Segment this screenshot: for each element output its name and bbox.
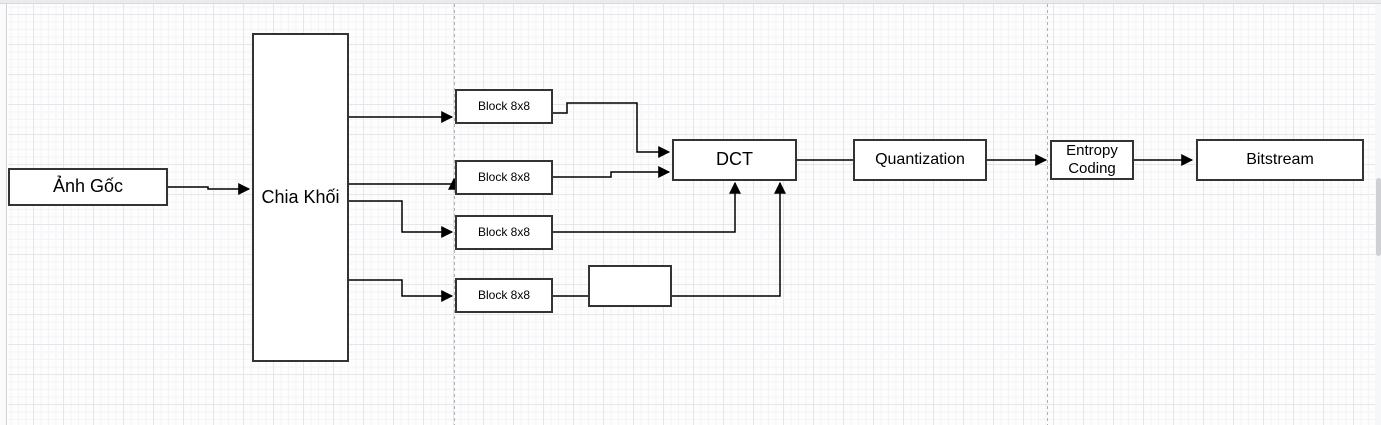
edge-chiakhoi-block4[interactable] (349, 279, 454, 302)
edge-chiakhoi-block2[interactable] (349, 177, 460, 190)
node-quantization[interactable]: Quantization (853, 139, 987, 181)
edge-buffer-dct[interactable] (671, 181, 786, 297)
node-label: Block 8x8 (477, 170, 531, 185)
window-top-edge (0, 0, 1381, 4)
vertical-scrollbar-thumb[interactable] (1376, 178, 1381, 256)
node-empty-buffer[interactable] (588, 265, 672, 307)
node-label: Block 8x8 (477, 288, 531, 303)
node-block-8x8-2[interactable]: Block 8x8 (455, 160, 553, 195)
grid-canvas[interactable] (8, 4, 1376, 425)
node-label: Entropy Coding (1066, 142, 1118, 177)
node-anh-goc[interactable]: Ảnh Gốc (8, 168, 168, 206)
vertical-scrollbar-track[interactable] (1375, 4, 1381, 425)
edge-chiakhoi-block3[interactable] (349, 200, 454, 238)
node-block-8x8-3[interactable]: Block 8x8 (455, 215, 553, 250)
edge-anhgoc-chiakhoi[interactable] (168, 183, 251, 195)
edge-block1-dct[interactable] (553, 102, 671, 158)
node-bitstream[interactable]: Bitstream (1196, 139, 1364, 181)
node-label: Quantization (875, 151, 965, 169)
node-dct[interactable]: DCT (672, 139, 797, 181)
edge-block3-dct[interactable] (553, 181, 741, 233)
node-label: Ảnh Gốc (52, 176, 124, 197)
node-label: Chia Khối (261, 186, 340, 207)
node-label: Block 8x8 (477, 99, 531, 114)
node-label: Block 8x8 (477, 225, 531, 240)
node-entropy-coding[interactable]: Entropy Coding (1050, 140, 1134, 180)
edge-block2-dct[interactable] (553, 166, 671, 178)
node-label: DCT (716, 149, 753, 170)
node-chia-khoi[interactable]: Chia Khối (252, 33, 349, 362)
canvas-left-margin (0, 4, 7, 425)
node-block-8x8-4[interactable]: Block 8x8 (455, 278, 553, 313)
node-label: Bitstream (1246, 151, 1314, 169)
node-block-8x8-1[interactable]: Block 8x8 (455, 89, 553, 124)
